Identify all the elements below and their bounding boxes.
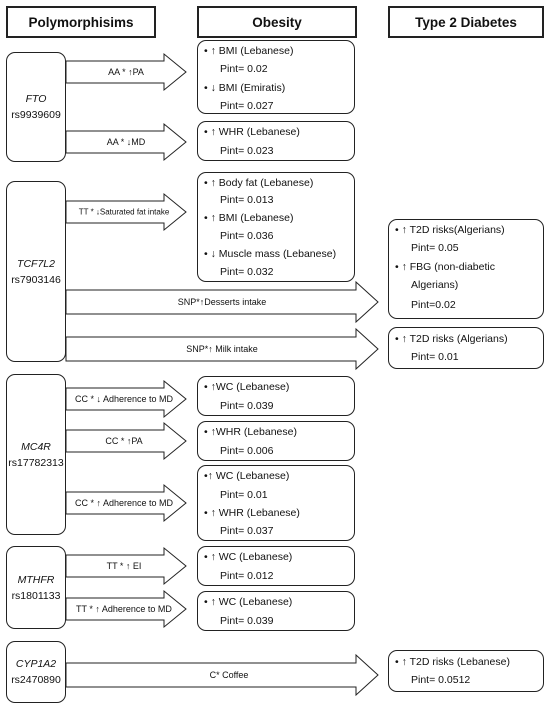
outcome-line: Pint= 0.027 <box>220 100 274 112</box>
outcome-line: Pint= 0.05 <box>411 242 459 254</box>
outcome-box-mc4r-pa: • ↑WHR (Lebanese) Pint= 0.006 <box>197 421 355 461</box>
outcome-line: Pint= 0.01 <box>220 489 268 501</box>
header-polymorphisms: Polymorphisims <box>6 6 156 38</box>
outcome-line: • ↑ Body fat (Lebanese) <box>204 177 314 189</box>
gene-rs-id: rs17782313 <box>8 456 64 469</box>
header-obesity: Obesity <box>197 6 357 38</box>
outcome-box-mthfr-md: • ↑ WC (Lebanese) Pint= 0.039 <box>197 591 355 631</box>
block-arrow <box>65 192 187 232</box>
gene-name: MTHFR <box>17 573 55 586</box>
outcome-line: Pint= 0.006 <box>220 445 274 457</box>
outcome-line: •↑ WC (Lebanese) <box>204 470 290 482</box>
gene-rs-id: rs1801133 <box>11 589 61 602</box>
outcome-line: Pint= 0.032 <box>220 266 274 278</box>
outcome-box-fto-md: • ↑ WHR (Lebanese) Pint= 0.023 <box>197 121 355 161</box>
outcome-box-fto-pa: • ↑ BMI (Lebanese) Pint= 0.02 • ↓ BMI (E… <box>197 40 355 114</box>
outcome-line: • ↑ WC (Lebanese) <box>204 551 293 563</box>
gene-box-mthfr: MTHFR rs1801133 <box>6 546 66 629</box>
outcome-line: • ↑ T2D risks (Algerians) <box>395 333 508 345</box>
gene-box-mc4r: MC4R rs17782313 <box>6 374 66 535</box>
block-arrow <box>65 52 187 92</box>
outcome-line: Pint=0.02 <box>411 299 456 311</box>
arrow-label: SNP*↑ Milk intake <box>186 344 258 354</box>
block-arrow <box>65 280 379 324</box>
outcome-line: Pint= 0.039 <box>220 615 274 627</box>
outcome-box-tcf7l2-milk: • ↑ T2D risks (Algerians) Pint= 0.01 <box>388 327 544 369</box>
block-arrow <box>65 379 187 419</box>
outcome-line: • ↑ T2D risks(Algerians) <box>395 224 505 236</box>
block-arrow <box>65 327 379 371</box>
outcome-line: • ↑ FBG (non-diabetic <box>395 261 495 273</box>
gene-name: MC4R <box>21 440 51 453</box>
outcome-line: • ↓ Muscle mass (Lebanese) <box>204 248 337 260</box>
block-arrow <box>65 653 379 697</box>
arrow-label: CC * ↓ Adherence to MD <box>74 394 174 404</box>
arrow-label: AA * ↓MD <box>106 137 146 147</box>
block-arrow <box>65 122 187 162</box>
outcome-line: • ↑ T2D risks (Lebanese) <box>395 656 510 668</box>
outcome-line: • ↓ BMI (Emiratis) <box>204 82 286 94</box>
gene-box-fto: FTO rs9939609 <box>6 52 66 162</box>
outcome-line: Pint= 0.023 <box>220 145 274 157</box>
arrow-label: CC * ↑ Adherence to MD <box>74 498 174 508</box>
outcome-line: Pint= 0.01 <box>411 351 459 363</box>
outcome-line: • ↑ WHR (Lebanese) <box>204 507 300 519</box>
outcome-line: Pint= 0.02 <box>220 63 268 75</box>
gene-box-cyp1a2: CYP1A2 rs2470890 <box>6 641 66 703</box>
arrow-label: SNP*↑Desserts intake <box>177 297 267 307</box>
header-type-2-diabetes: Type 2 Diabetes <box>388 6 544 38</box>
outcome-line: • ↑WC (Lebanese) <box>204 381 290 393</box>
block-arrow <box>65 589 187 629</box>
block-arrow <box>65 546 187 586</box>
outcome-line: Pint= 0.039 <box>220 400 274 412</box>
outcome-line: • ↑ BMI (Lebanese) <box>204 45 294 57</box>
gene-name: CYP1A2 <box>15 658 57 670</box>
outcome-line: Algerians) <box>411 279 459 291</box>
arrow-label: TT * ↑ EI <box>106 561 142 571</box>
gene-rs-id: rs2470890 <box>11 674 61 686</box>
outcome-box-tcf7l2-desserts: • ↑ T2D risks(Algerians) Pint= 0.05 • ↑ … <box>388 219 544 319</box>
outcome-box-cyp1a2-coffee: • ↑ T2D risks (Lebanese) Pint= 0.0512 <box>388 650 544 692</box>
gene-rs-id: rs7903146 <box>11 273 61 286</box>
outcome-box-tcf7l2-fat: • ↑ Body fat (Lebanese) Pint= 0.013 • ↑ … <box>197 172 355 282</box>
outcome-box-mc4r-md-up: •↑ WC (Lebanese) Pint= 0.01 • ↑ WHR (Leb… <box>197 465 355 541</box>
arrow-label: CC * ↑PA <box>105 436 143 446</box>
outcome-box-mc4r-md-down: • ↑WC (Lebanese) Pint= 0.039 <box>197 376 355 416</box>
arrow-label: TT * ↓Saturated fat intake <box>78 207 170 217</box>
outcome-line: Pint= 0.037 <box>220 525 274 537</box>
outcome-line: • ↑ WHR (Lebanese) <box>204 126 300 138</box>
gene-box-tcf7l2: TCF7L2 rs7903146 <box>6 181 66 362</box>
outcome-line: • ↑ WC (Lebanese) <box>204 596 293 608</box>
outcome-line: Pint= 0.013 <box>220 194 274 206</box>
outcome-line: Pint= 0.012 <box>220 570 274 582</box>
arrow-label: TT * ↑ Adherence to MD <box>76 604 172 614</box>
outcome-box-mthfr-ei: • ↑ WC (Lebanese) Pint= 0.012 <box>197 546 355 586</box>
outcome-line: Pint= 0.0512 <box>411 674 471 686</box>
block-arrow <box>65 421 187 461</box>
outcome-line: Pint= 0.036 <box>220 230 274 242</box>
arrow-label: AA * ↑PA <box>108 67 144 77</box>
gene-name: TCF7L2 <box>17 257 55 270</box>
outcome-line: • ↑ BMI (Lebanese) <box>204 212 294 224</box>
block-arrow <box>65 483 187 523</box>
gene-rs-id: rs9939609 <box>11 109 61 121</box>
arrow-label: C* Coffee <box>209 670 249 680</box>
gene-name: FTO <box>25 93 47 105</box>
outcome-line: • ↑WHR (Lebanese) <box>204 426 297 438</box>
